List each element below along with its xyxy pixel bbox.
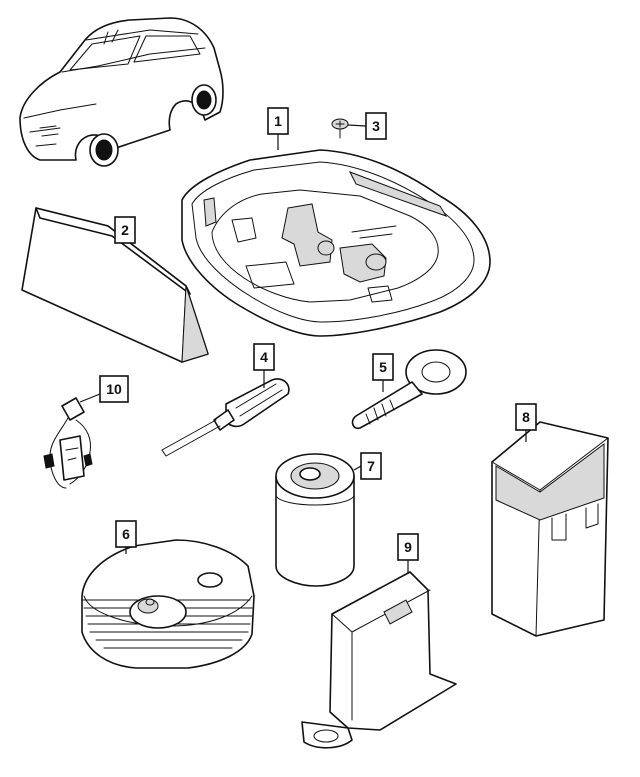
- callout-label: 3: [372, 118, 380, 134]
- screw-icon: [331, 118, 349, 139]
- mounting-bracket-icon: [301, 571, 457, 749]
- callout-label: 5: [379, 359, 387, 375]
- callout-10: 10: [99, 375, 129, 403]
- air-compressor-icon: [81, 539, 255, 669]
- callout-label: 1: [274, 113, 282, 129]
- callout-2: 2: [114, 216, 136, 244]
- callout-5: 5: [372, 353, 394, 381]
- car-icon: [19, 17, 224, 167]
- callout-8: 8: [515, 403, 537, 431]
- wedge-block-icon: [21, 207, 209, 363]
- callout-label: 4: [260, 349, 268, 365]
- callout-label: 8: [522, 409, 530, 425]
- callout-6: 6: [115, 520, 137, 548]
- callout-label: 2: [121, 222, 129, 238]
- callout-4: 4: [253, 343, 275, 371]
- kit-box-icon: [491, 421, 609, 637]
- leader-10: [79, 393, 101, 403]
- callout-3: 3: [365, 112, 387, 140]
- callout-1: 1: [267, 107, 289, 135]
- leader-3: [347, 124, 367, 127]
- callout-label: 6: [122, 526, 130, 542]
- power-cable-icon: [43, 397, 93, 489]
- leader-7: [353, 465, 362, 471]
- callout-7: 7: [360, 452, 382, 480]
- screwdriver-icon: [161, 378, 290, 457]
- sealant-canister-icon: [275, 453, 355, 587]
- tow-eye-icon: [351, 349, 467, 430]
- callout-label: 10: [106, 381, 122, 397]
- trunk-storage-tray-icon: [181, 149, 491, 337]
- callout-label: 7: [367, 458, 375, 474]
- callout-label: 9: [404, 539, 412, 555]
- callout-9: 9: [397, 533, 419, 561]
